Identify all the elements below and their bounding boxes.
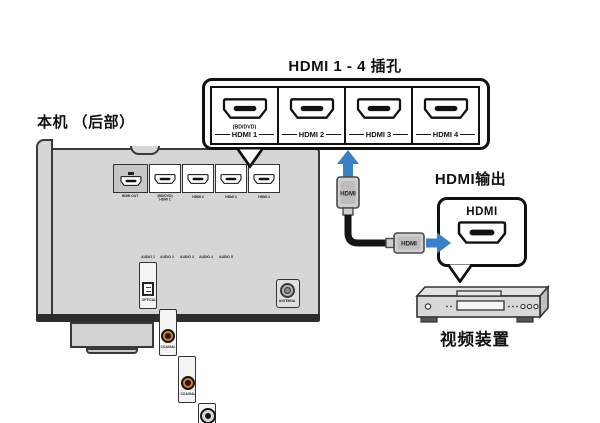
coaxial-label: COAXIAL xyxy=(179,392,196,396)
receiver-top-notch xyxy=(130,146,160,155)
video-device xyxy=(415,284,550,323)
hdmi-port-icon xyxy=(222,98,267,119)
receiver-hdmi-out-port xyxy=(113,164,148,193)
receiver-hdmi4-port xyxy=(248,164,280,193)
callout-pointer xyxy=(236,148,264,168)
arc-mark xyxy=(127,171,134,175)
hdmi-port-icon xyxy=(289,98,334,119)
optical-jack-icon xyxy=(142,282,154,296)
audio4-top-label: AUDIO 4 xyxy=(199,255,213,259)
indicator-dot xyxy=(508,305,510,308)
audio3-panel-coaxial: COAXIAL xyxy=(178,356,196,403)
arrow-right-icon xyxy=(426,232,451,254)
hdmi-output-callout: HDMI xyxy=(437,197,527,267)
hdmi3-label: HDMI 3 xyxy=(349,130,409,139)
coaxial-jack-icon xyxy=(180,376,195,390)
audio1-top-label: AUDIO 1 xyxy=(141,255,155,259)
antenna-jack-icon xyxy=(280,282,295,298)
coaxial-label: COAXIAL xyxy=(160,345,176,349)
receiver-hdmi4-label: HDMI 4 xyxy=(258,195,270,199)
receiver-hdmi1-label: (BD/DVD)HDMI 1 xyxy=(157,194,173,202)
receiver-foot xyxy=(86,348,138,354)
callout-hdmi3-cell: HDMI 3 xyxy=(344,86,413,145)
audio5-top-label: AUDIO 5 xyxy=(219,255,233,259)
hdmi-port-icon xyxy=(220,173,242,184)
hdmi-cable: HDMI HDMI xyxy=(336,150,451,254)
hdmi1-sub-label: (BD/DVD) xyxy=(232,124,257,130)
antenna-label: ANTENNA xyxy=(278,299,296,303)
hdmi-port-icon xyxy=(253,173,275,184)
receiver-hdmi3-label: HDMI 3 xyxy=(225,195,237,199)
receiver-base-bar xyxy=(36,314,320,322)
indicator-dot xyxy=(512,305,514,308)
audio3-top-label: AUDIO 3 xyxy=(180,255,194,259)
audio4-panel-stereo xyxy=(197,403,216,423)
indicator-dot xyxy=(450,305,452,308)
device-foot xyxy=(420,316,438,323)
connector-face xyxy=(340,181,356,204)
antenna-connector: ANTENNA xyxy=(276,279,300,308)
receiver-hdmi-out-label: HDMI OUT xyxy=(121,194,139,198)
arrow-up-icon xyxy=(337,150,359,178)
indicator-dot xyxy=(516,305,518,308)
hdmi-connector-right-label: HDMI xyxy=(401,241,417,248)
hdmi-port-icon xyxy=(154,173,176,184)
rca-white-jack-icon xyxy=(199,408,216,423)
hdmi2-label: HDMI 2 xyxy=(282,130,342,139)
hdmi-output-title: HDMI输出 xyxy=(434,171,507,188)
hdmi-jacks-title: HDMI 1 - 4 插孔 xyxy=(288,58,402,75)
audio2-top-label: AUDIO 2 xyxy=(160,255,174,259)
callout-hdmi1-cell: (BD/DVD) HDMI 1 xyxy=(210,86,279,145)
hdmi-connector-top-label: HDMI xyxy=(340,191,356,198)
hdmi-port-icon xyxy=(187,173,209,184)
device-foot xyxy=(516,316,534,323)
hdmi4-label: HDMI 4 xyxy=(416,130,476,139)
optical-label: OPTICAL xyxy=(141,298,157,302)
connector-face xyxy=(397,236,421,250)
receiver-rear-label: 本机 （后部） xyxy=(37,114,135,131)
callout-pointer xyxy=(446,264,474,283)
indicator-dot xyxy=(446,305,448,308)
video-device-label: 视频装置 xyxy=(440,331,510,349)
connector-neck xyxy=(385,237,395,249)
hdmi-port-icon xyxy=(119,175,142,186)
receiver-hdmi3-port xyxy=(215,164,247,193)
audio1-panel-optical: OPTICAL xyxy=(139,262,157,309)
device-button-icon xyxy=(533,303,539,310)
callout-hdmi4-cell: HDMI 4 xyxy=(411,86,480,145)
receiver-hdmi2-label: HDMI 2 xyxy=(192,195,204,199)
device-button-icon xyxy=(520,303,526,310)
coaxial-jack-icon xyxy=(161,329,175,343)
hdmi-port-icon xyxy=(423,98,468,119)
audio2-panel-coaxial: COAXIAL xyxy=(158,309,177,356)
hdmi-jacks-row: (BD/DVD) HDMI 1 HDMI 2 HDMI 3 HDMI 4 xyxy=(210,86,480,145)
receiver-hdmi1-port xyxy=(149,164,181,193)
hdmi-output-port-label: HDMI xyxy=(466,206,498,218)
device-tray-top xyxy=(456,290,502,297)
receiver-pedestal xyxy=(70,322,154,348)
device-disc-tray xyxy=(456,300,505,311)
power-button-icon xyxy=(424,303,432,310)
cable-wire xyxy=(344,215,386,247)
device-button-icon xyxy=(526,303,533,310)
receiver-hdmi2-port xyxy=(182,164,214,193)
connector-neck xyxy=(342,207,354,216)
hdmi-port-icon xyxy=(356,98,401,119)
callout-hdmi2-cell: HDMI 2 xyxy=(277,86,346,145)
hdmi1-label: HDMI 1 xyxy=(215,130,275,139)
